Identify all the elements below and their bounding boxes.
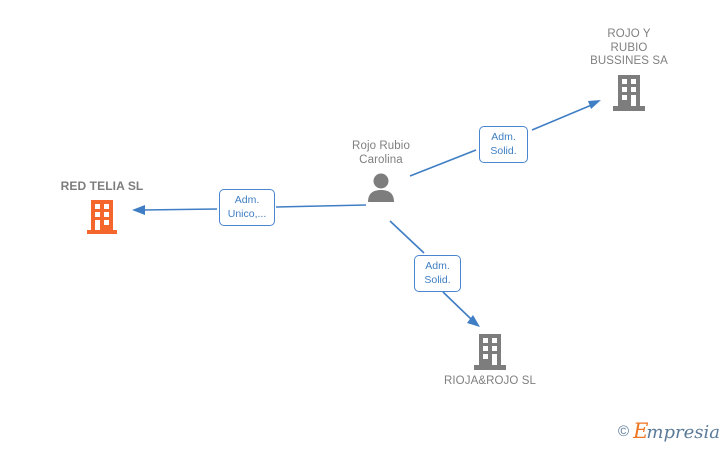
brand-initial: E — [633, 419, 649, 443]
arrowhead-icon — [588, 100, 601, 109]
edge-carolina-to-rojo-y-rubio — [409, 100, 601, 177]
arrowhead-icon — [467, 315, 480, 327]
node-label: Rojo Rubio Carolina — [352, 140, 410, 166]
node-rojo-y-rubio-bussines-sa[interactable]: ROJO Y RUBIO BUSSINES SA — [560, 28, 698, 112]
person-icon — [368, 173, 394, 202]
relation-label-carolina-rioja-rojo[interactable]: Adm. Solid. — [414, 255, 461, 292]
node-rioja-rojo-sl[interactable]: RIOJA&ROJO SL — [420, 333, 560, 389]
brand-name: mpresia — [646, 422, 720, 443]
relation-label-carolina-rojo-y-rubio[interactable]: Adm. Solid. — [479, 126, 528, 163]
relation-label-carolina-red-telia[interactable]: Adm. Unico,... — [219, 189, 275, 226]
node-label: RED TELIA SL — [60, 179, 144, 193]
node-label: RIOJA&ROJO SL — [443, 375, 537, 387]
building-icon — [87, 199, 117, 234]
node-label: ROJO Y RUBIO BUSSINES SA — [590, 28, 668, 67]
building-icon — [474, 334, 506, 370]
building-icon — [613, 74, 645, 111]
copyright-icon: © — [618, 423, 630, 440]
edge-carolina-to-rioja-rojo — [389, 220, 480, 327]
arrowhead-icon — [132, 205, 145, 215]
node-red-telia-sl[interactable]: RED TELIA SL — [36, 179, 168, 235]
node-rojo-rubio-carolina[interactable]: Rojo Rubio Carolina — [326, 140, 436, 202]
empresia-watermark: © E mpresia — [618, 421, 720, 442]
edge-carolina-to-red-telia — [132, 204, 367, 215]
